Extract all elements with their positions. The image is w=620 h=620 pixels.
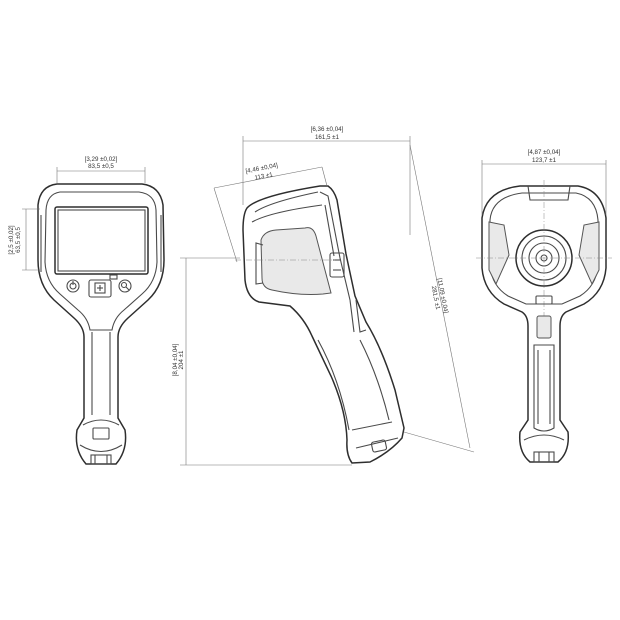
front-screen-height-inch: [2,5 ±0,02]: [8, 225, 15, 254]
rear-width-inch: [4,87 ±0,04]: [528, 149, 561, 156]
side-length-mm: 161,5 ±1: [315, 134, 340, 141]
side-length-inch: [6,36 ±0,04]: [311, 126, 344, 133]
nav-pad-icon: [88, 279, 112, 298]
front-width-mm: 83,5 ±0,5: [88, 163, 114, 170]
front-view: [3,29 ±0,02] 83,5 ±0,5 [2,5 ±0,02] 63,5 …: [8, 156, 165, 465]
rear-width-mm: 123,7 ±1: [532, 157, 557, 164]
side-height-mm: 204 ±1: [178, 350, 185, 369]
front-width-inch: [3,29 ±0,02]: [85, 156, 118, 163]
side-diagonal-mm: 281,5 ±1: [430, 285, 442, 310]
side-height-inch: [8,04 ±0,04]: [172, 343, 179, 376]
power-button-icon: [66, 279, 80, 293]
front-screen-height-mm: 63,5 ±0,5: [15, 227, 22, 253]
side-nose-mm: 113 ±1: [254, 171, 274, 181]
zoom-button-icon: [118, 279, 132, 293]
rear-view: [4,87 ±0,04] 123,7 ±1: [476, 149, 612, 463]
side-view: [6,36 ±0,04] 161,5 ±1 [4,46 ±0,04] 113 ±…: [172, 126, 475, 466]
